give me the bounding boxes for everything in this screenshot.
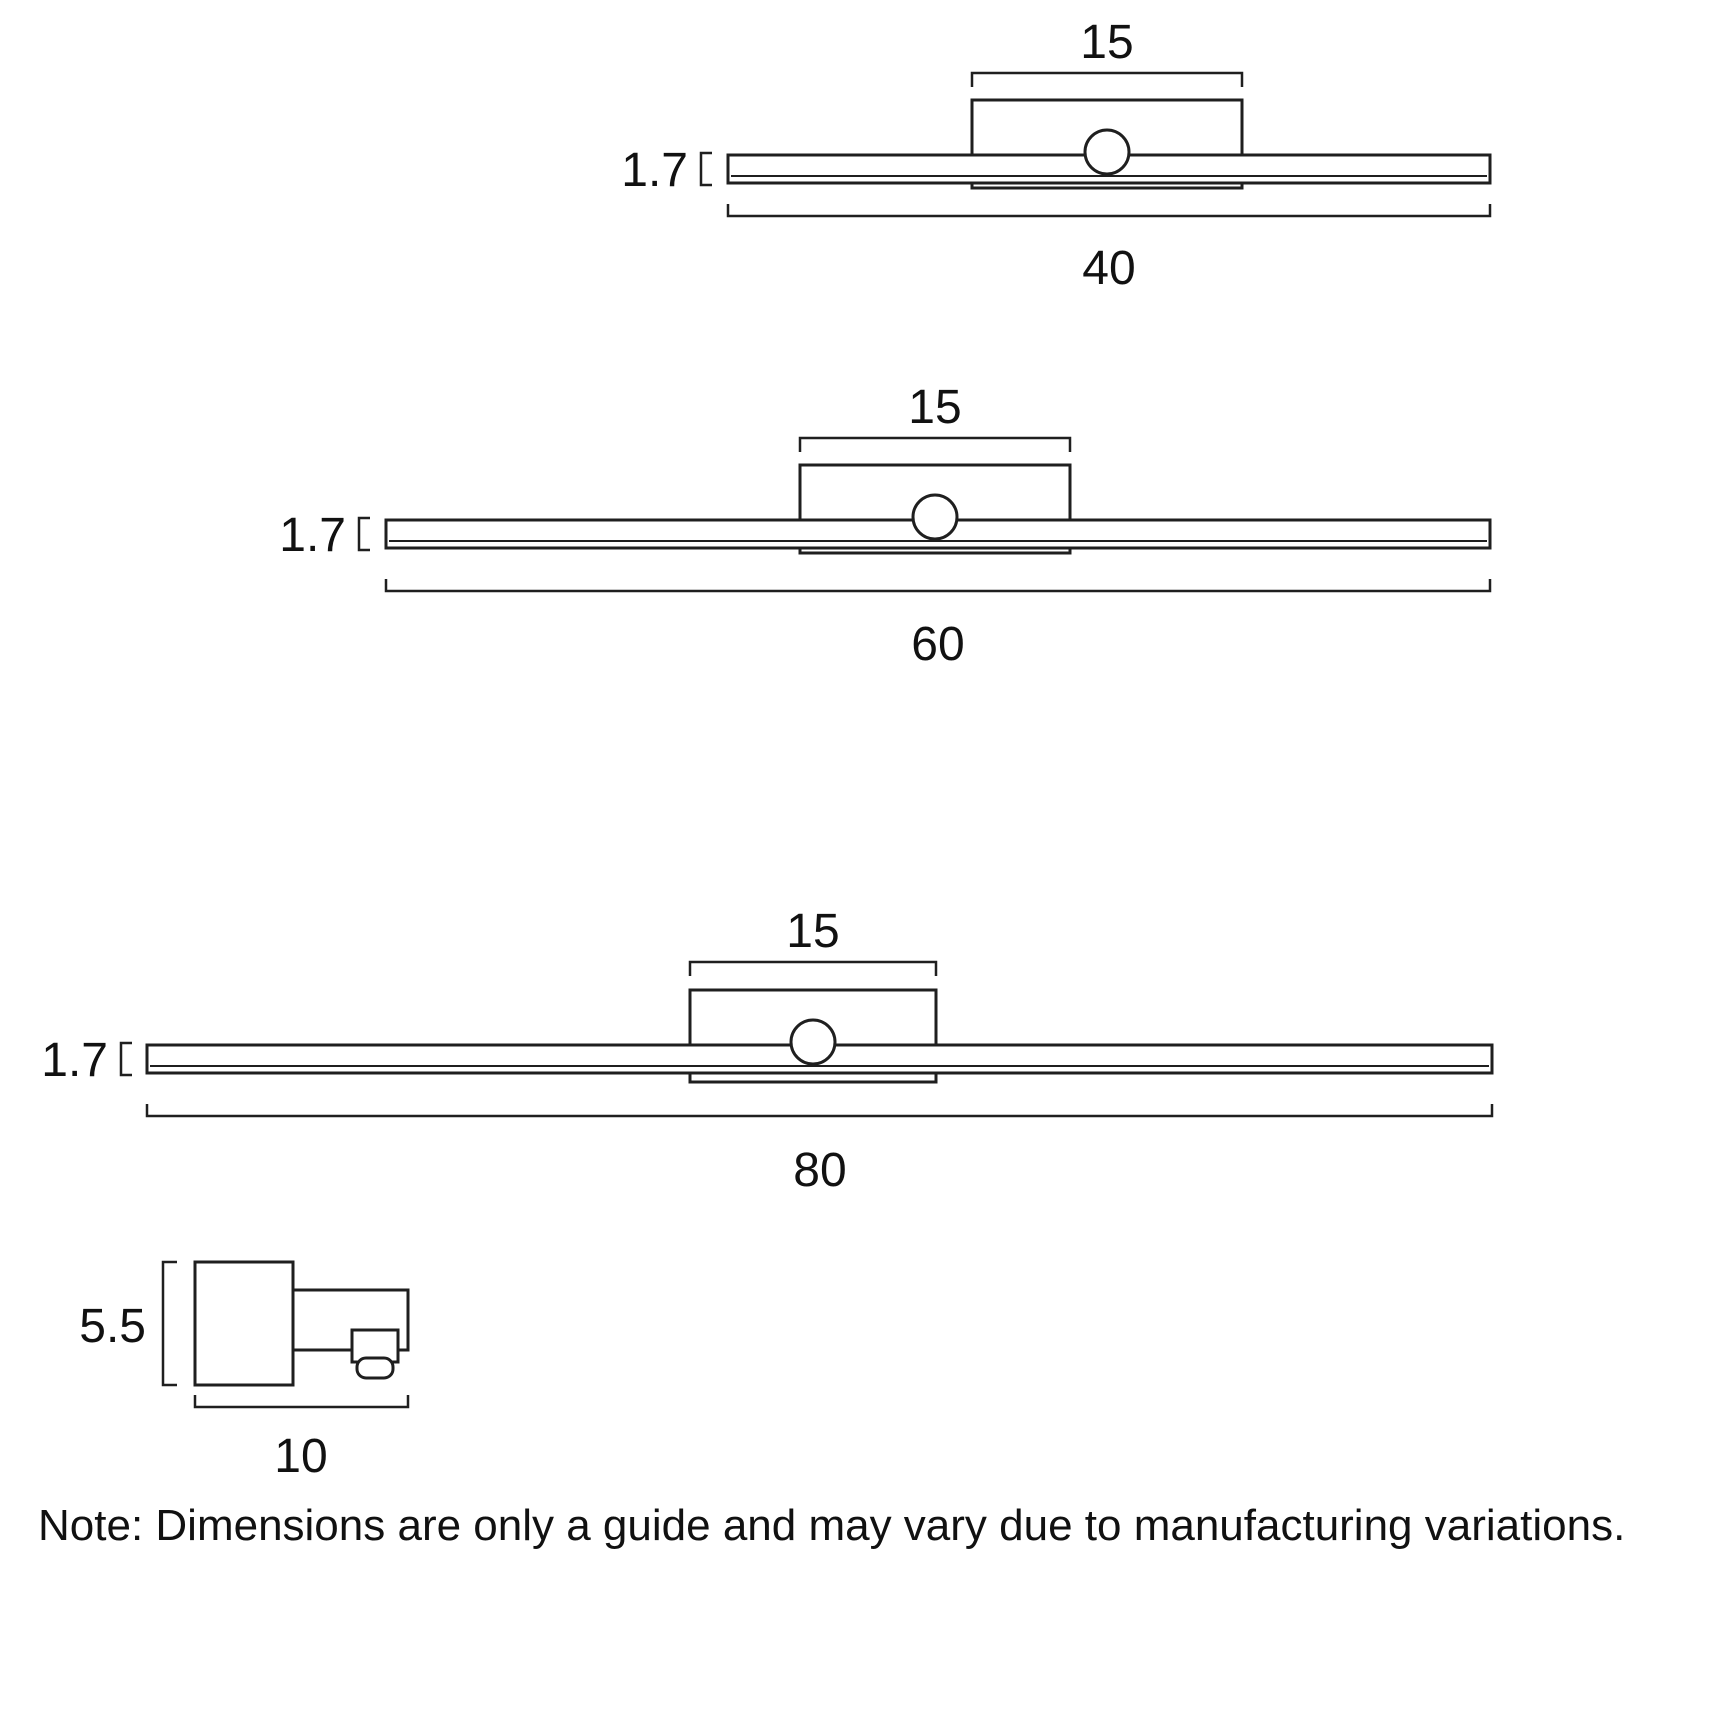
lamp-circle-80 bbox=[789, 1018, 837, 1066]
front-view-60: 15 1.7 60 bbox=[279, 381, 1492, 671]
lamp-circle-40 bbox=[1083, 128, 1131, 176]
dim-label-length-80: 80 bbox=[793, 1144, 846, 1197]
dim-line-plate-width-80 bbox=[688, 960, 938, 976]
dim-line-side-depth bbox=[193, 1395, 410, 1409]
dim-bracket-bar-height-80 bbox=[119, 1041, 132, 1077]
dim-label-length-40: 40 bbox=[1082, 242, 1135, 295]
dim-line-plate-width-40 bbox=[970, 71, 1244, 87]
dim-label-side-height: 5.5 bbox=[79, 1300, 146, 1353]
dim-line-length-40 bbox=[726, 204, 1492, 218]
side-wall-plate bbox=[193, 1260, 295, 1387]
dim-label-plate-width-80: 15 bbox=[786, 905, 839, 958]
dim-label-side-depth: 10 bbox=[274, 1430, 327, 1483]
dim-label-length-60: 60 bbox=[911, 618, 964, 671]
dim-label-bar-height-40: 1.7 bbox=[621, 144, 688, 197]
side-arm bbox=[288, 1288, 410, 1352]
dim-line-length-60 bbox=[384, 579, 1492, 593]
front-view-80: 15 1.7 80 bbox=[41, 905, 1494, 1197]
side-view: 5.5 10 bbox=[79, 1260, 410, 1483]
dim-label-plate-width-40: 15 bbox=[1080, 16, 1133, 69]
dim-label-plate-width-60: 15 bbox=[908, 381, 961, 434]
dim-line-side-height bbox=[161, 1260, 177, 1387]
note-text: Note: Dimensions are only a guide and ma… bbox=[38, 1501, 1625, 1550]
dim-bracket-bar-height-40 bbox=[699, 151, 712, 187]
dim-bracket-bar-height-60 bbox=[357, 516, 370, 552]
lamp-circle-60 bbox=[911, 493, 959, 541]
dim-label-bar-height-80: 1.7 bbox=[41, 1034, 108, 1087]
dim-line-plate-width-60 bbox=[798, 436, 1072, 452]
dim-line-length-80 bbox=[145, 1104, 1494, 1118]
dim-label-bar-height-60: 1.7 bbox=[279, 509, 346, 562]
side-lamp-head-bottom bbox=[355, 1356, 395, 1380]
front-view-40: 15 1.7 40 bbox=[621, 16, 1492, 295]
